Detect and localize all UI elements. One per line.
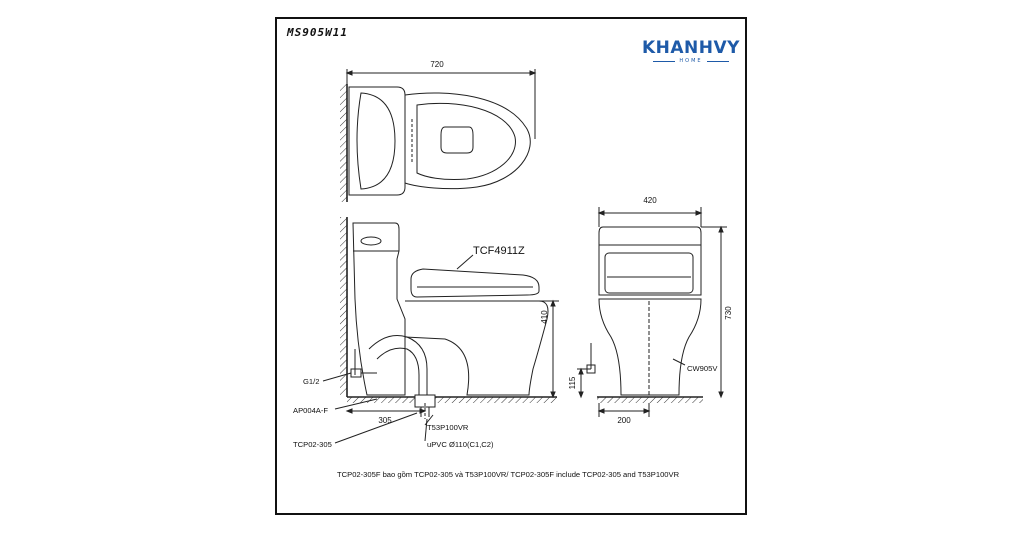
label-seat-model: TCF4911Z (473, 245, 525, 257)
wall-hatch-top (340, 84, 347, 202)
label-angle-valve: G1/2 (303, 377, 319, 386)
dim-total-height: 730 (724, 306, 733, 320)
floor-flange-side (414, 394, 436, 408)
floor-hatch-front (597, 397, 703, 403)
dim-rough-in: 305 (378, 416, 392, 425)
bowl-outline-top (404, 92, 531, 190)
technical-drawing: 720 (293, 60, 733, 449)
drawing-sheet: MS905W11 KHANHVY HOME (275, 17, 747, 515)
label-flange-part: AP004A-F (293, 406, 328, 415)
top-view (340, 69, 537, 202)
bowl-outline-front (598, 298, 702, 396)
brand-logo: KHANHVY HOME (641, 39, 741, 64)
dim-front-width: 420 (643, 196, 657, 205)
label-kit-part: TCP02-305 (293, 440, 332, 449)
tank-outline-top (348, 86, 406, 196)
dim-seat-height: 410 (540, 310, 549, 324)
label-pipe: uPVC Ø110(C1,C2) (427, 440, 494, 449)
bowl-opening-top (440, 126, 474, 154)
flush-lever-side (360, 236, 382, 246)
seat-front (604, 252, 694, 294)
label-outlet-part: T53P100VR (427, 423, 469, 432)
dim-top-width: 720 (430, 60, 444, 69)
side-view (322, 217, 559, 444)
model-code: MS905W11 (287, 26, 348, 39)
bowl-outline-side (404, 300, 549, 396)
angle-valve-side (350, 368, 362, 378)
tank-outline-side (352, 222, 406, 396)
front-view (577, 207, 727, 417)
dim-supply-height: 115 (568, 376, 577, 389)
bidet-seat-side (410, 268, 540, 298)
tank-lid-top (356, 92, 396, 190)
footnote: TCP02-305F bao gồm TCP02-305 và T53P100V… (337, 470, 680, 479)
brand-name: KHANHVY (642, 38, 740, 58)
label-bowl-model: CW905V (687, 364, 718, 373)
bowl-rim-top (416, 102, 516, 180)
wall-hatch-side (340, 217, 347, 395)
floor-hatch-side (347, 397, 557, 403)
dim-front-offset: 200 (617, 416, 631, 425)
tank-outline-front (598, 226, 702, 296)
brand-subtitle: HOME (679, 58, 703, 64)
trap-curve-side (368, 335, 428, 395)
